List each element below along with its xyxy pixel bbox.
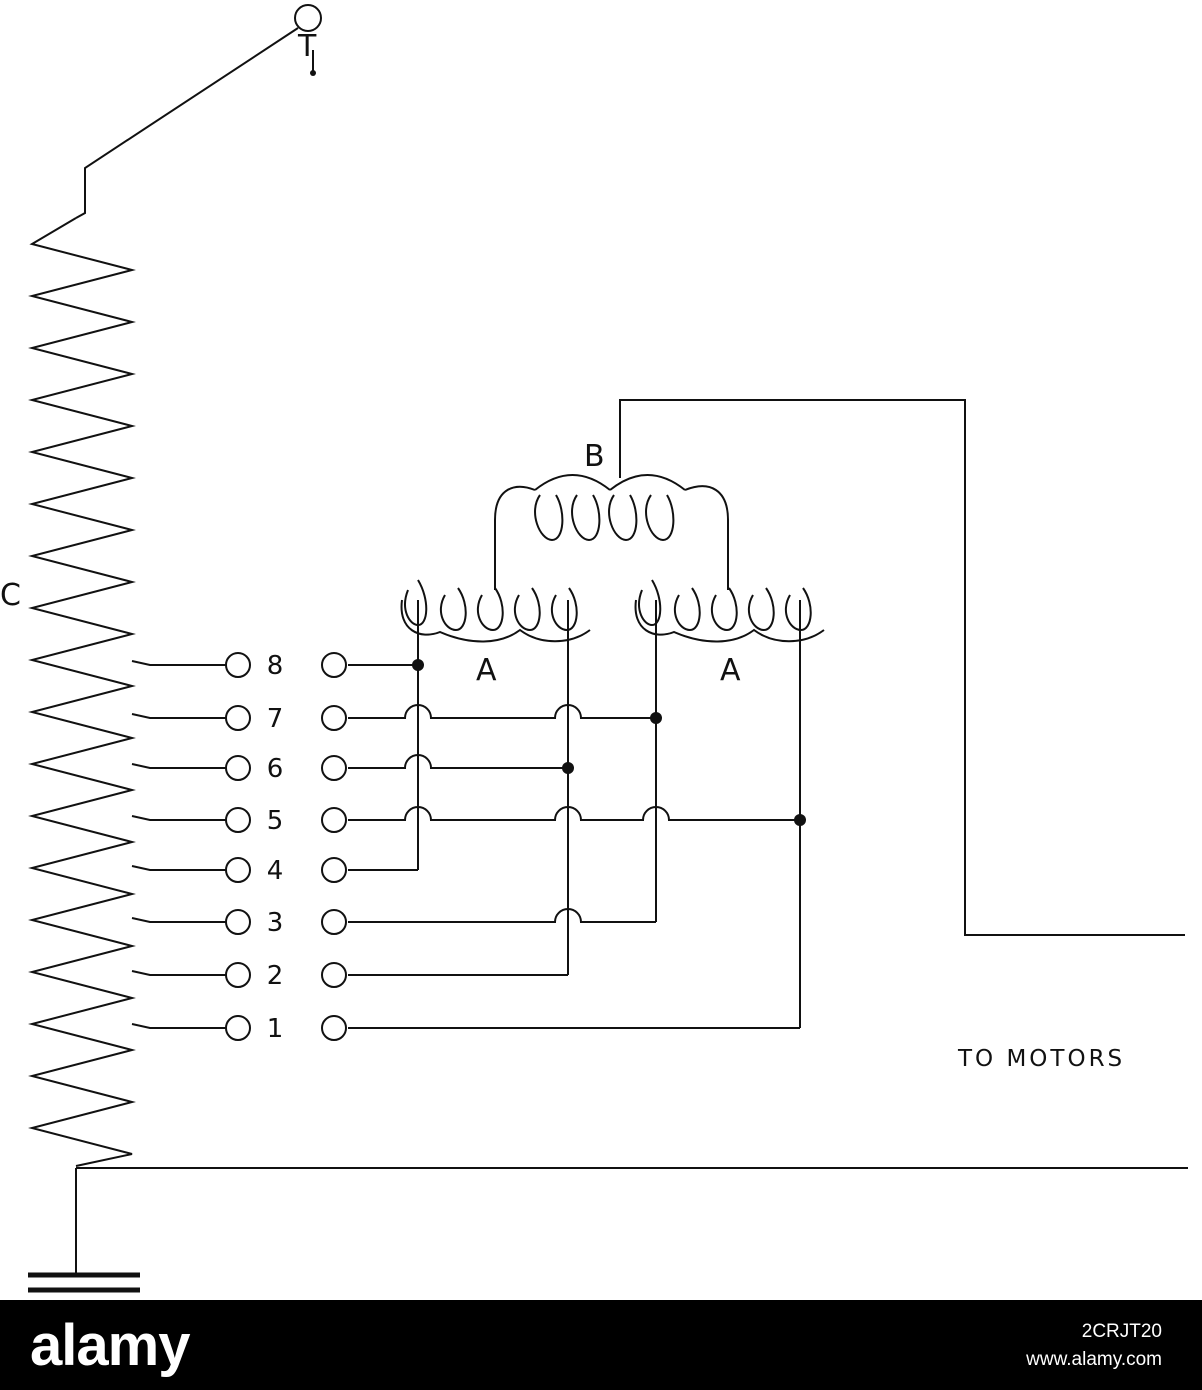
- label-coil-c: C: [0, 578, 21, 613]
- watermark-url: www.alamy.com: [1026, 1349, 1162, 1370]
- trolley-wire: [75, 27, 299, 219]
- tap-terminal-left-2: [225, 962, 251, 988]
- tap-number-2: 2: [267, 961, 284, 991]
- label-coil-b: B: [584, 439, 605, 474]
- tap-lead-2: [131, 970, 226, 976]
- tap-terminal-right-5: [321, 807, 347, 833]
- tap-leads: [348, 664, 800, 1029]
- tap-terminal-right-6: [321, 755, 347, 781]
- tap-terminal-left-6: [225, 755, 251, 781]
- tap-terminal-right-4: [321, 857, 347, 883]
- tap-number-1: 1: [267, 1014, 284, 1044]
- watermark-logo: alamy: [30, 1313, 190, 1378]
- label-to-motors: TO MOTORS: [957, 1046, 1125, 1072]
- ground-connection: [28, 1168, 140, 1293]
- tap-terminal-right-7: [321, 705, 347, 731]
- tap-number-8: 8: [267, 651, 284, 681]
- tap-lead-5: [131, 815, 226, 821]
- tap-terminal-left-5: [225, 807, 251, 833]
- tap-terminals: 8 7 6 5 4 3 2 1: [131, 651, 347, 1044]
- coil-c-resistance: [28, 217, 136, 1167]
- junction-dots: [412, 659, 806, 826]
- coil-a-left: [400, 579, 591, 643]
- tap-terminal-left-8: [225, 652, 251, 678]
- tap-terminal-right-2: [321, 962, 347, 988]
- wiring-diagram: T C 8 7 6 5 4 3 2 1 B A A: [0, 4, 1188, 1293]
- tap-lead-3: [131, 917, 226, 923]
- coil-leads: [417, 600, 801, 1028]
- watermark-image-id: 2CRJT20: [1081, 1321, 1162, 1342]
- coil-b-feed: [619, 399, 1185, 936]
- tap-terminal-left-3: [225, 909, 251, 935]
- tap-terminal-right-8: [321, 652, 347, 678]
- tap-lead-8: [131, 660, 226, 666]
- coil-a-right: [634, 579, 825, 643]
- tap-terminal-left-7: [225, 705, 251, 731]
- tap-terminal-left-4: [225, 857, 251, 883]
- tap-terminal-right-3: [321, 909, 347, 935]
- watermark-code: 2CRJT20 www.alamy.com: [1026, 1318, 1162, 1374]
- label-coil-a-left: A: [476, 653, 497, 688]
- tap-number-7: 7: [267, 704, 284, 734]
- tap-terminal-left-1: [225, 1015, 251, 1041]
- tap-terminal-right-1: [321, 1015, 347, 1041]
- tap-lead-1: [131, 1023, 226, 1029]
- trolley-terminal: [294, 4, 322, 76]
- coil-b: [494, 474, 729, 542]
- watermark-band: [0, 1300, 1202, 1390]
- tap-number-6: 6: [267, 754, 284, 784]
- tap-lead-6: [131, 763, 226, 769]
- label-trolley: T: [297, 29, 317, 64]
- tap-number-4: 4: [267, 856, 284, 886]
- tap-number-3: 3: [267, 908, 284, 938]
- tap-lead-4: [131, 865, 226, 871]
- tap-number-5: 5: [267, 806, 284, 836]
- label-coil-a-right: A: [720, 653, 741, 688]
- tap-lead-7: [131, 713, 226, 719]
